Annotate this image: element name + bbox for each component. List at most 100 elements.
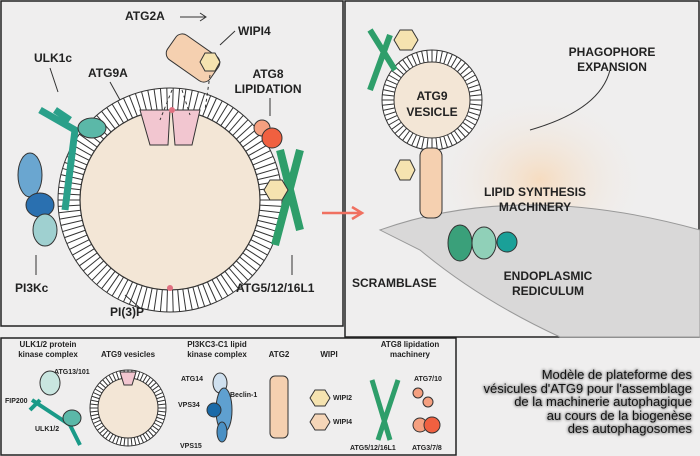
lipid-tick	[187, 90, 193, 112]
lipid-tick	[426, 50, 429, 63]
lipid-synthesis-proteins	[447, 224, 518, 262]
lipid-tick	[202, 283, 212, 305]
lipid-tick	[93, 392, 101, 397]
lipid-tick	[242, 252, 261, 267]
lipid-tick	[398, 127, 407, 138]
lipid-tick	[439, 137, 443, 150]
lipid-tick	[156, 395, 165, 400]
lipid-tick	[141, 91, 148, 114]
legend-atg14: ATG14	[181, 376, 203, 383]
lipid-tick	[115, 436, 120, 445]
lipid-tick	[211, 279, 223, 300]
label-atg9a: ATG9A	[88, 66, 128, 80]
lipid-tick	[123, 97, 134, 119]
lipid-tick	[259, 209, 282, 214]
lipid-tick	[443, 135, 448, 148]
lipid-tick	[462, 70, 473, 79]
lipid-tick	[252, 155, 274, 166]
lipid-tick	[108, 374, 114, 383]
lipid-tick	[469, 94, 482, 97]
lipid-tick	[58, 209, 81, 214]
lipid-tick	[172, 88, 174, 111]
lipid-tick	[159, 289, 163, 312]
lipid-tick	[145, 376, 151, 385]
lipid-tick	[177, 88, 181, 111]
lipid-tick	[145, 431, 151, 440]
lipid-tick	[467, 84, 480, 89]
lipid-tick	[96, 425, 105, 431]
wipi-small	[393, 29, 419, 51]
lipid-tick	[153, 89, 158, 111]
lipid-tick	[64, 229, 86, 239]
legend-atg9-lumen	[97, 377, 159, 439]
lipid-tick	[197, 285, 206, 307]
lipid-tick	[245, 139, 265, 152]
legend-atg9-title: ATG9 vesicles	[101, 350, 156, 359]
lipid-tick	[101, 111, 116, 130]
lipid-tick	[141, 286, 148, 309]
lipid-tick	[402, 130, 411, 141]
lipid-tick	[82, 256, 101, 272]
lipid-tick	[157, 413, 166, 417]
lipid-tick	[245, 248, 265, 261]
lipid-tick	[459, 66, 470, 75]
lipid-tick	[157, 410, 166, 413]
lipid-tick	[386, 114, 398, 121]
lipid-tick	[257, 174, 280, 181]
lipid-tick	[228, 267, 244, 285]
lipid-tick	[446, 54, 453, 66]
atg9-vesicle-lumen	[393, 61, 471, 139]
legend-wipi2: WIPI2	[333, 395, 352, 402]
lipid-tick	[111, 276, 124, 297]
lipid-tick	[153, 289, 158, 311]
lipid-tick	[391, 121, 402, 130]
caption-line: au cours de la biogenèse	[546, 407, 692, 423]
lipid-tick	[250, 239, 271, 250]
lipid-tick	[60, 219, 83, 226]
lipid-tick	[123, 437, 126, 446]
lipid-tick	[142, 374, 148, 383]
lipid-tick	[459, 125, 470, 134]
legend-ulk-title-1: ULK1/2 protein	[20, 340, 77, 349]
lipid-tick	[62, 224, 84, 233]
legend-beclin1: Beclin-1	[230, 392, 257, 399]
wipi-small	[394, 159, 416, 181]
lipid-tick	[239, 128, 258, 144]
lipid-tick	[106, 274, 120, 293]
lipid-tick	[256, 167, 278, 176]
legend-atg5-12-16l1: ATG5/12/16L1	[350, 445, 396, 452]
lipid-tick	[90, 403, 99, 406]
lipid-tick	[242, 133, 261, 148]
label-pi3p: PI(3)P	[110, 305, 144, 319]
lipid-tick	[382, 89, 395, 93]
lipid-tick	[416, 52, 421, 65]
legend-atg7-10: ATG7/10	[414, 376, 442, 383]
caption-line: Modèle de plateforme des	[541, 367, 692, 382]
legend-atg8-title-2: machinery	[390, 350, 431, 359]
lipid-tick	[259, 204, 282, 207]
lipid-tick	[248, 243, 268, 256]
atg8-lipidation-machinery	[253, 119, 304, 247]
lipid-tick	[254, 229, 276, 239]
legend-fip200: FIP200	[5, 398, 28, 405]
lipid-tick	[119, 437, 123, 446]
lipid-tick	[406, 132, 414, 144]
label-phagophore: PHAGOPHORE	[569, 45, 656, 59]
transition-arrow-icon	[322, 205, 365, 221]
caption: Modèle de plateforme des vésicules d'ATG…	[484, 368, 693, 436]
lipid-tick	[166, 88, 168, 111]
lipid-tick	[117, 100, 129, 121]
label-machinery: MACHINERY	[499, 200, 571, 214]
lipid-tick	[235, 123, 253, 140]
lipid-tick	[96, 267, 112, 285]
lipid-tick	[469, 107, 482, 111]
lipid-tick	[464, 118, 476, 126]
lipid-tick	[111, 103, 124, 124]
lipid-tick	[69, 239, 90, 250]
lipid-tick	[75, 139, 95, 152]
lipid-tick	[105, 431, 111, 440]
label-endoplasmic: ENDOPLASMIC	[504, 269, 593, 283]
lipid-tick	[59, 214, 82, 220]
